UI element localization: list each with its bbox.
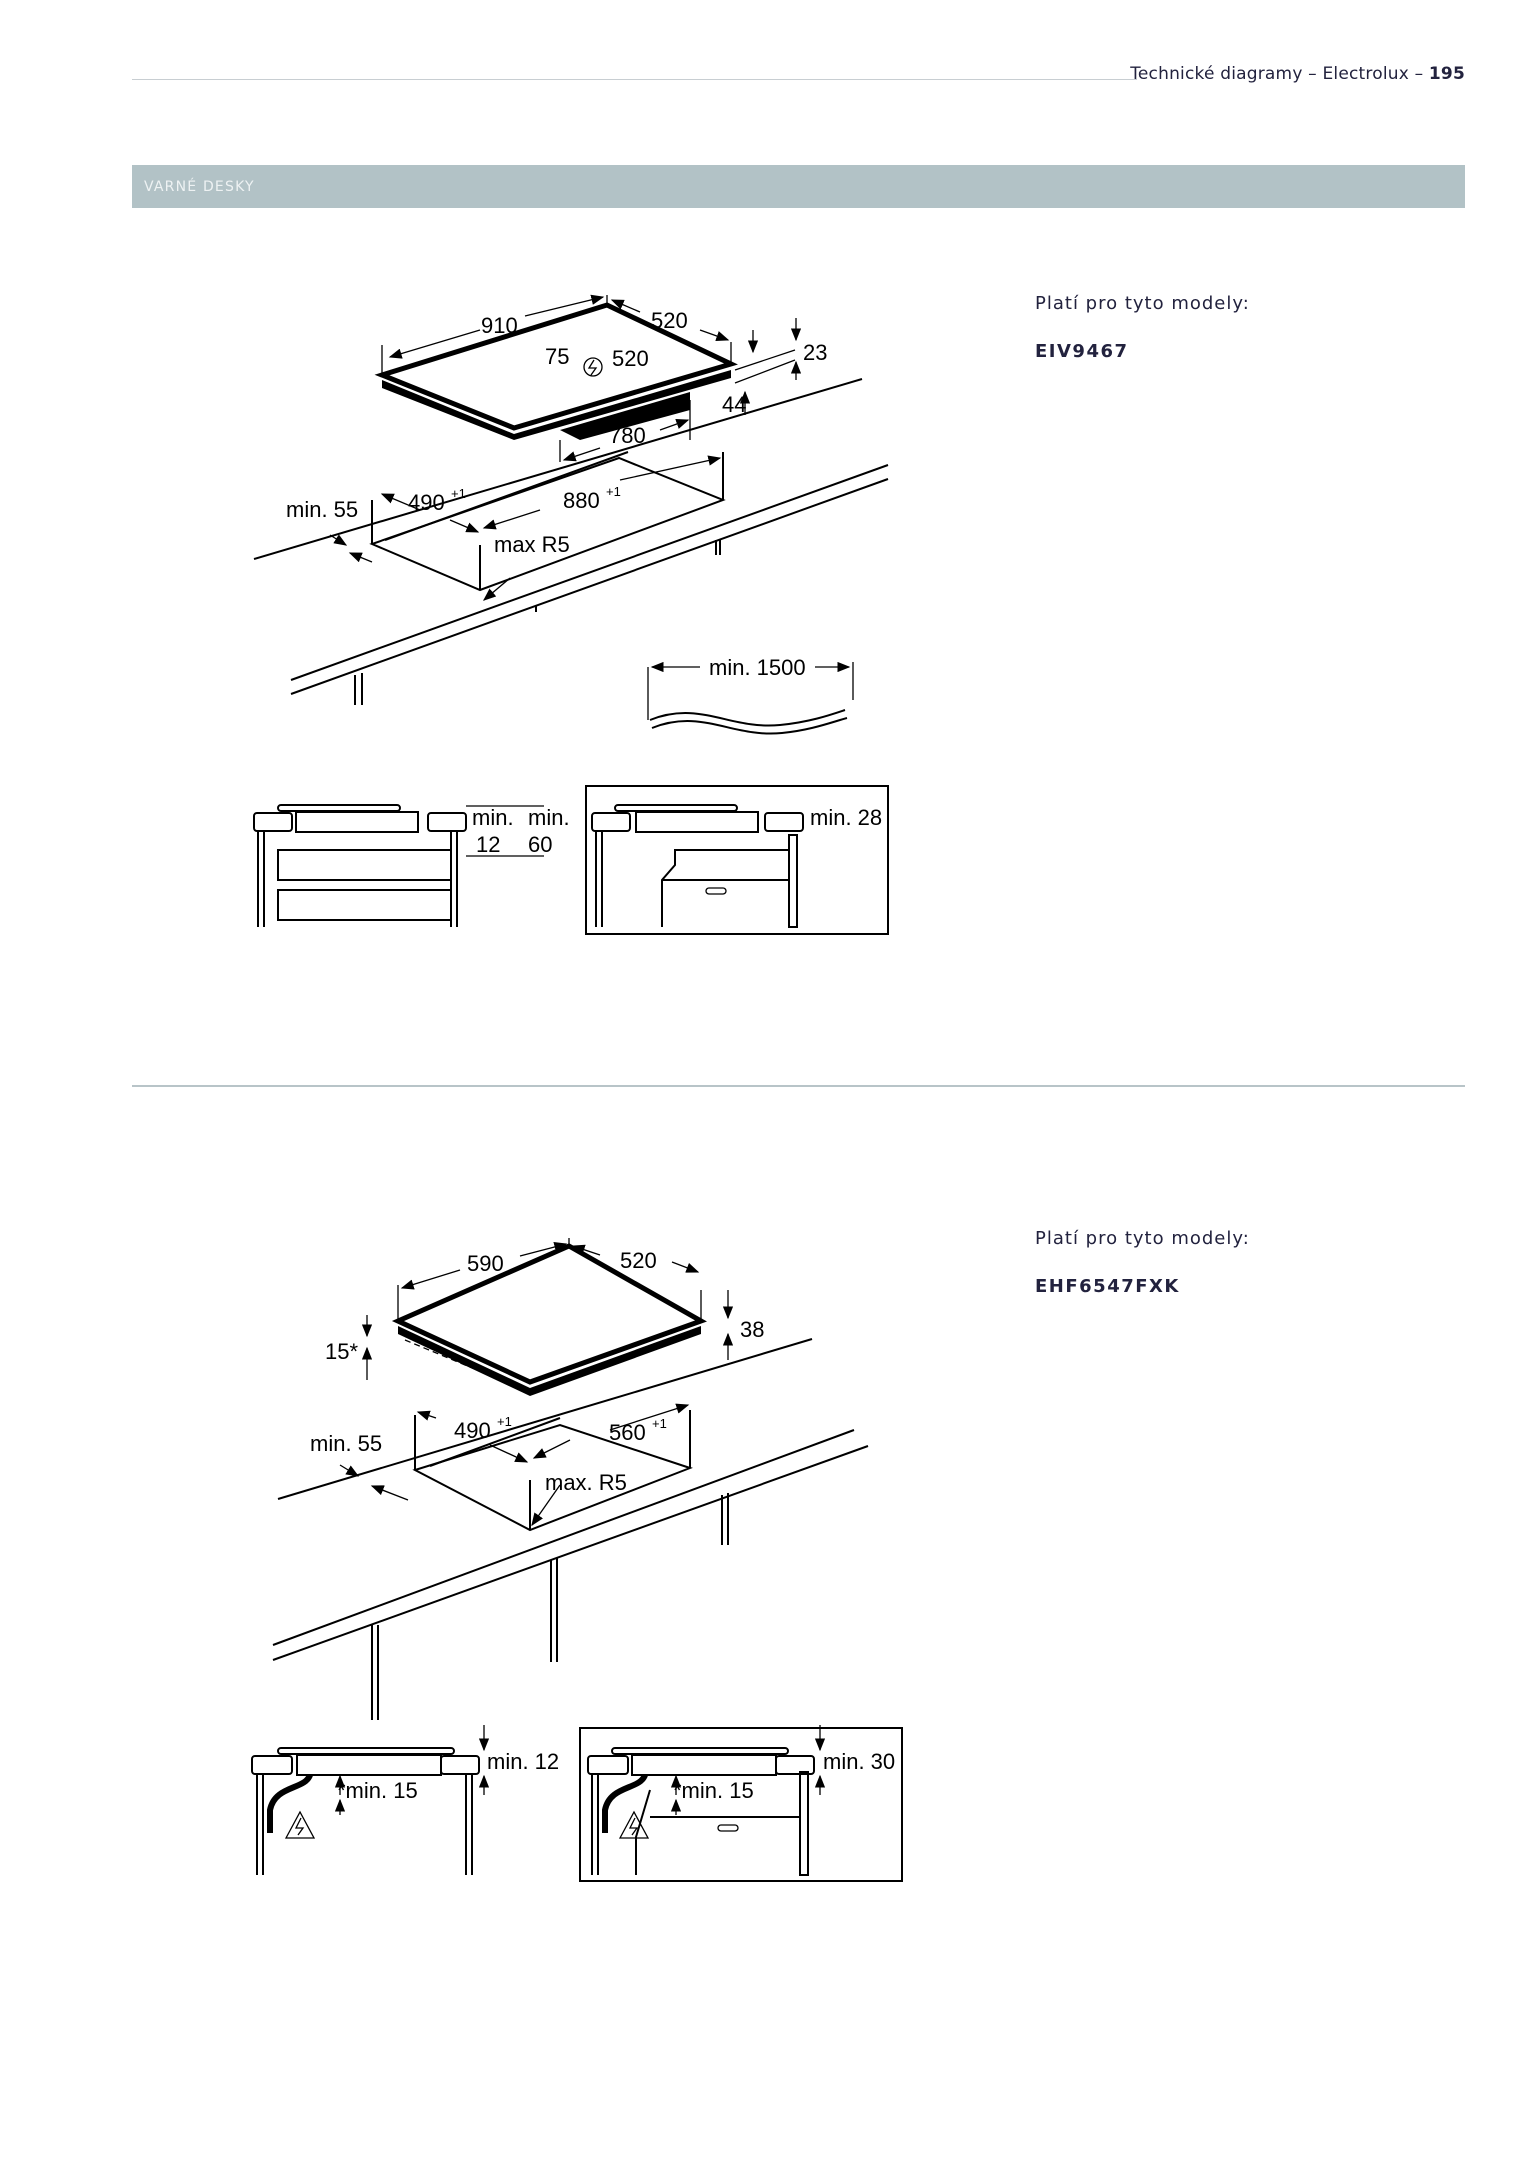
dim-depth-2: 520 <box>620 1248 657 1273</box>
page-number: 195 <box>1428 64 1465 84</box>
dim-gap-top: min. 12 <box>487 1749 559 1774</box>
header-rule <box>132 79 1137 80</box>
dim-width-2: 590 <box>467 1251 504 1276</box>
dim-min-front: min. 55 <box>286 497 358 522</box>
model-name-1: EIV9467 <box>1035 341 1129 362</box>
section-band: VARNÉ DESKY <box>132 165 1465 208</box>
dim-tol-2: +1 <box>606 484 621 499</box>
applies-label-2: Platí pro tyto modely: <box>1035 1228 1250 1249</box>
dim-cut-depth: 490 <box>408 490 445 515</box>
side-view-cabinet: min. 12 *min. 15 <box>251 1725 559 1875</box>
dim-conn-offset: 75 <box>545 344 569 369</box>
dim-bottom: 780 <box>609 423 646 448</box>
side-view-oven: min. 28 <box>585 785 889 935</box>
dim-oven-gap-2: min. 30 <box>823 1749 895 1774</box>
dim-width: 910 <box>481 313 518 338</box>
dim-min-front-2: min. 55 <box>310 1431 382 1456</box>
dim-conn-depth: 520 <box>612 346 649 371</box>
dim-glass: 23 <box>803 340 827 365</box>
dim-tol-1: +1 <box>451 486 466 501</box>
dim-val-b: 60 <box>528 832 552 857</box>
dim-edge-2: 15* <box>325 1339 358 1364</box>
section-label: VARNÉ DESKY <box>144 179 255 195</box>
header-title: Technické diagramy – Electrolux – <box>1130 64 1429 84</box>
side-view-oven-2: min. 30 *min. 15 <box>579 1725 903 1882</box>
dim-tol-3: +1 <box>497 1414 512 1429</box>
side-view-drawers: min. 12 min. 60 <box>253 804 570 927</box>
dim-depth: 520 <box>651 308 688 333</box>
dim-radius-2: max. R5 <box>545 1470 627 1495</box>
dim-height: 44 <box>722 392 746 417</box>
dim-gap-cable: *min. 15 <box>337 1778 418 1803</box>
dim-min-b: min. <box>528 805 570 830</box>
section-divider <box>132 1085 1465 1087</box>
dim-tol-4: +1 <box>652 1416 667 1431</box>
dim-cut-width: 880 <box>563 488 600 513</box>
dim-cut-depth-2: 490 <box>454 1418 491 1443</box>
dim-oven-cable: *min. 15 <box>673 1778 754 1803</box>
diagram-eiv9467-isometric: 910 520 75 520 23 44 780 min. 55 490 +1 … <box>253 294 889 935</box>
applies-label-1: Platí pro tyto modely: <box>1035 293 1250 314</box>
dim-cut-width-2: 560 <box>609 1420 646 1445</box>
dim-oven-gap: min. 28 <box>810 805 882 830</box>
page-header: Technické diagramy – Electrolux – 195 <box>1130 64 1465 84</box>
dim-cable: min. 1500 <box>709 655 806 680</box>
model-name-2: EHF6547FXK <box>1035 1276 1180 1297</box>
dim-val-a: 12 <box>476 832 500 857</box>
dim-min-a: min. <box>472 805 514 830</box>
dim-height-2: 38 <box>740 1317 764 1342</box>
diagram-ehf6547fxk-isometric: 590 520 38 15* min. 55 490 +1 560 +1 max… <box>251 1238 903 1882</box>
dim-radius: max R5 <box>494 532 570 557</box>
